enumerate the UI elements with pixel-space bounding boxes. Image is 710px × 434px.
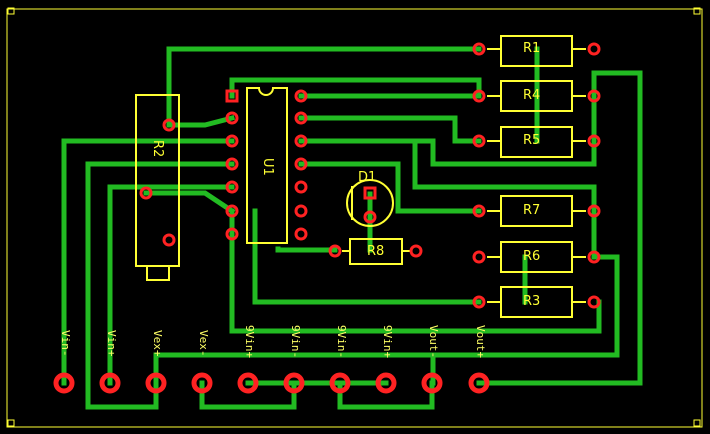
label-r4: R4 bbox=[523, 88, 541, 103]
pin-label: Vin- bbox=[59, 330, 72, 357]
potentiometer-r2-knob bbox=[146, 265, 170, 281]
label-d1: D1 bbox=[358, 170, 377, 185]
label-u1: U1 bbox=[260, 158, 275, 176]
pin-label: Vex- bbox=[197, 330, 210, 357]
label-r3: R3 bbox=[523, 294, 541, 309]
pin-label: Vin+ bbox=[105, 330, 118, 357]
pin-label: Vout- bbox=[427, 325, 440, 359]
pin-label: Vex+ bbox=[151, 330, 164, 357]
header-pads bbox=[53, 372, 490, 394]
resistor-leads bbox=[342, 48, 586, 303]
pads bbox=[139, 42, 601, 309]
pin-label: 9Vin- bbox=[289, 325, 302, 359]
label-r2: R2 bbox=[150, 140, 165, 158]
pin-label: 9Vin+ bbox=[381, 325, 394, 359]
label-r6: R6 bbox=[523, 249, 541, 264]
label-r1: R1 bbox=[523, 41, 541, 56]
led-d1 bbox=[346, 179, 394, 227]
board-outline bbox=[6, 8, 703, 428]
ic-u1 bbox=[246, 87, 288, 244]
pin-label: Vout+ bbox=[474, 325, 487, 359]
label-r8: R8 bbox=[367, 244, 385, 259]
label-r7: R7 bbox=[523, 203, 541, 218]
pin-label: 9Vin- bbox=[335, 325, 348, 359]
pin-label: 9Vin+ bbox=[243, 325, 256, 359]
corner-marks bbox=[7, 7, 701, 427]
resistor-r1 bbox=[500, 35, 573, 67]
label-r5: R5 bbox=[523, 133, 541, 148]
